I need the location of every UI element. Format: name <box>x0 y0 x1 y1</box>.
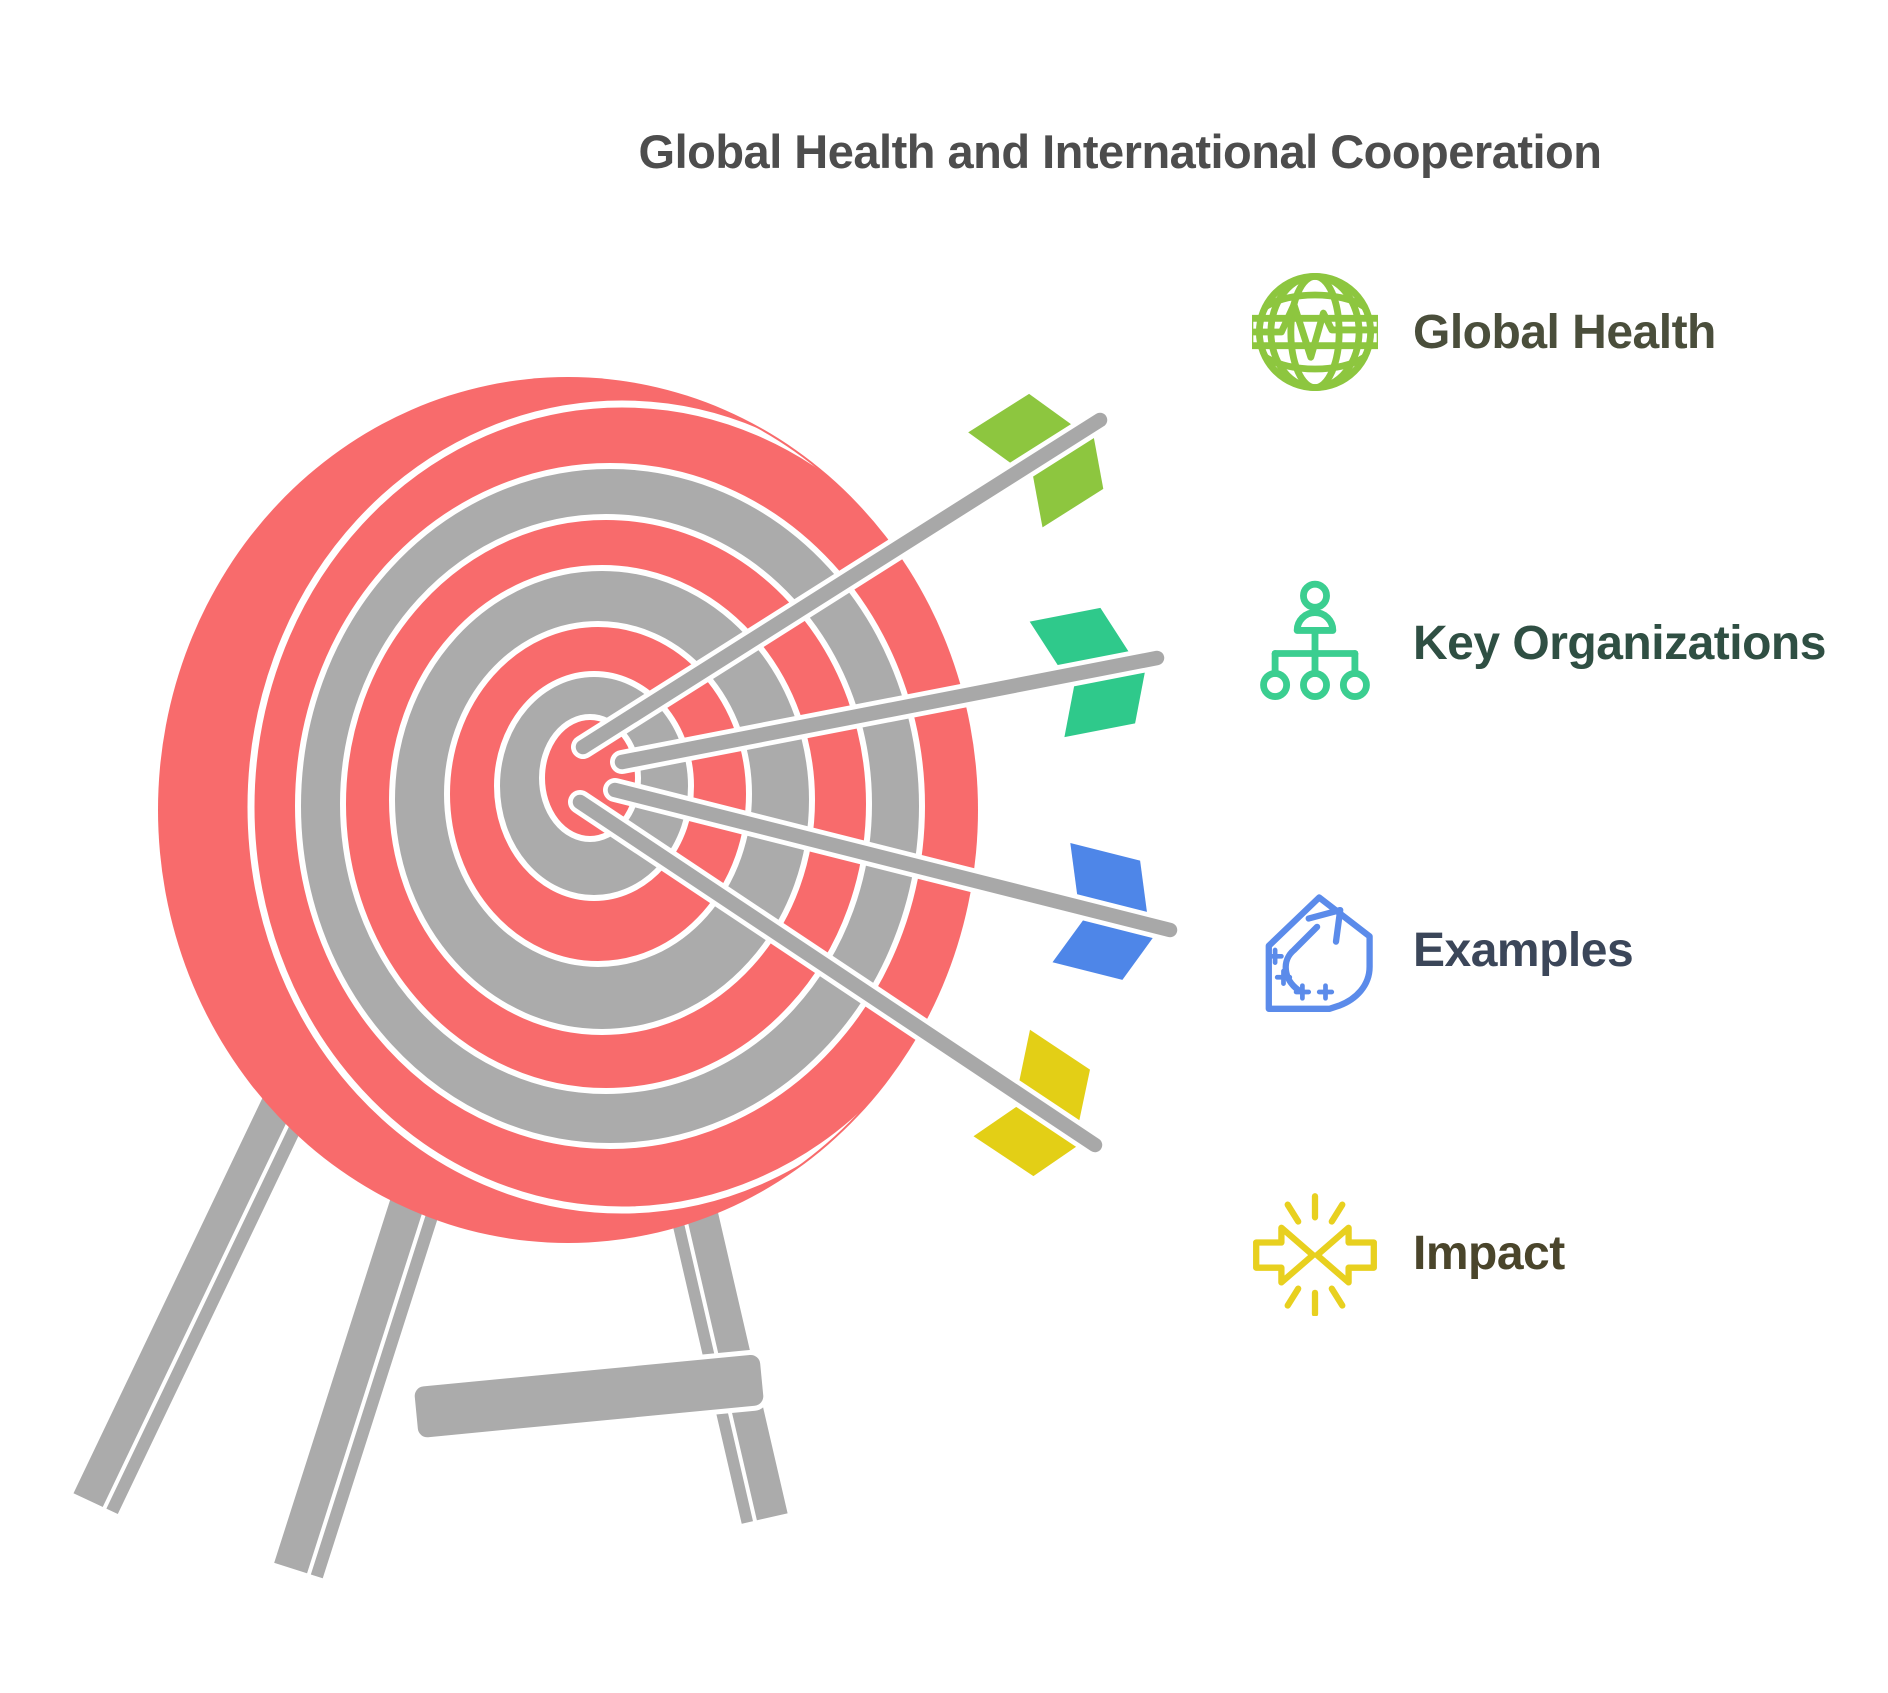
arrow-fletching <box>1070 843 1148 914</box>
arrow-fletching <box>973 1105 1078 1177</box>
legend-label-impact: Impact <box>1413 1226 1565 1280</box>
legend-row-3: Examples <box>1252 875 1634 1025</box>
arrow-shaft <box>572 794 1103 1153</box>
arrow-to-global-health <box>571 393 1112 759</box>
target-depth-arc <box>247 400 976 1214</box>
org-chart-icon <box>1252 580 1378 706</box>
globe-pulse-icon <box>1252 269 1378 395</box>
arrow-fletching <box>1029 607 1130 667</box>
legend-row-2: Key Organizations <box>1252 568 1826 718</box>
target-bullseye <box>539 714 641 842</box>
target-board <box>158 377 978 1243</box>
arrow-fletching <box>1052 918 1154 980</box>
legend-label-key-organizations: Key Organizations <box>1413 616 1826 670</box>
legend-row-1: Global Health <box>1252 257 1716 407</box>
arrow-shaft <box>607 782 1178 938</box>
arrow-to-examples <box>603 778 1182 980</box>
arrow-fletching <box>1064 670 1146 738</box>
arrow-fletching <box>1032 435 1104 528</box>
colliding-arrows-icon <box>1252 1190 1378 1316</box>
arrow-up-right-tag-icon <box>1252 887 1378 1013</box>
page-title: Global Health and International Cooperat… <box>638 125 1602 178</box>
arrow-fletching <box>1019 1029 1090 1123</box>
arrow-shaft <box>614 650 1165 770</box>
arrow-fletching <box>968 393 1073 464</box>
arrow-shaft <box>575 412 1108 755</box>
legend-label-examples: Examples <box>1413 923 1634 977</box>
legend-label-global-health: Global Health <box>1413 305 1716 359</box>
arrow-to-impact <box>568 790 1107 1177</box>
arrows-group <box>568 393 1182 1177</box>
legend-row-4: Impact <box>1252 1178 1565 1328</box>
stand-crossbar <box>409 1349 769 1443</box>
arrow-to-key-organizations <box>610 607 1169 774</box>
